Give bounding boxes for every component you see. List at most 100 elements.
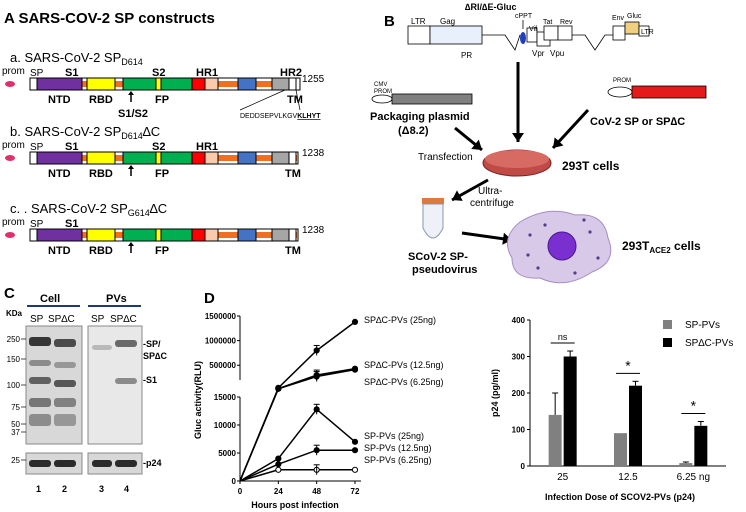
line-ytick-label-lo-0: 0: [232, 477, 237, 486]
rev-box: [557, 25, 573, 41]
line-xtick-label-72: 72: [351, 487, 360, 496]
band-l1-c: [29, 414, 51, 426]
bar-ylabel: p24 (pg/ml): [490, 369, 500, 417]
line-ytick-label-500000: 500000: [209, 361, 236, 370]
line-point-5-3: [351, 466, 359, 473]
construct-b-sp-label: SP: [30, 142, 44, 153]
band-label-s1: -S1: [143, 375, 157, 385]
construct-c-length: 1238: [302, 225, 325, 236]
line-series-label-3: SP-PVs (25ng): [364, 431, 424, 441]
line-xtick-label-24: 24: [274, 487, 283, 496]
construct-b-s1s2-arrowhead: [128, 165, 134, 169]
panel-a-letter: A: [4, 10, 15, 27]
panel-d-letter: D: [204, 290, 215, 307]
vif-label: Vif: [529, 26, 537, 33]
lane-number-4: 4: [124, 484, 129, 494]
panel-a-heading: SARS-COV-2 SP constructs: [18, 10, 215, 27]
construct-b-tm-box: [288, 151, 297, 165]
packaging-sub-label: (Δ8.2): [398, 125, 429, 137]
pr-label: PR: [461, 51, 472, 60]
line-ylabel: Gluc activity(RLU): [193, 361, 203, 439]
line-ytick-label-lo-15000: 15000: [214, 393, 237, 402]
construct-b-fp-box: [155, 151, 162, 165]
genome-title: ∆RI/∆E-Gluc: [465, 2, 517, 12]
construct-a-ntd-box: [36, 77, 83, 91]
construct-b-prom-label: prom: [2, 140, 25, 151]
lane-number-2: 2: [62, 484, 67, 494]
band-l1-a: [29, 360, 51, 366]
lane-label-3: SP: [91, 314, 105, 325]
band-l1-sp: [29, 337, 51, 346]
bar-1-1: [629, 385, 642, 466]
construct-a-prom-label: prom: [2, 66, 25, 77]
construct-a-rbd-label: RBD: [89, 94, 113, 106]
band-l1-s1: [29, 377, 51, 384]
bar-xtick-label-2: 6.25 ng: [677, 472, 710, 483]
band-l2-s1: [54, 380, 76, 387]
line-series-label-2: SP∆C-PVs (6.25ng): [364, 377, 444, 387]
cell-granule-4: [573, 271, 577, 275]
cell-granule-7: [582, 218, 586, 222]
construct-b-label-sub: D614: [121, 131, 143, 141]
band-label-sp: -SP/: [143, 339, 161, 349]
marker-75: 75: [11, 403, 20, 412]
cell-granule-2: [588, 230, 592, 234]
line-series-label-5: SP-PVs (6.25ng): [364, 455, 432, 465]
tube-cap: [422, 198, 444, 204]
bar-ytick-label-0: 0: [521, 462, 526, 471]
construct-c-label-sub: G614: [128, 208, 150, 218]
construct-c-hr1b-box: [204, 228, 219, 242]
marker-100: 100: [7, 381, 21, 390]
construct-b-hr1b-box: [204, 151, 219, 165]
cmv-prom-label: PROM: [374, 89, 392, 95]
bar-0-0: [548, 414, 562, 466]
cell-granule-6: [526, 253, 530, 257]
bar-legend-label-sp: SP-PVs: [685, 320, 720, 331]
ultra-label-1: Ultra-: [478, 186, 502, 197]
band-l4-p24: [115, 460, 137, 467]
construct-c-rbd-label: RBD: [89, 245, 113, 257]
construct-b-ntd-box: [36, 151, 83, 165]
construct-c-prom-label: prom: [2, 217, 25, 228]
kda-label: KDa: [6, 309, 23, 318]
prom-right-label: PROM: [613, 78, 631, 84]
target-cell-label-sub: ACE2: [649, 246, 671, 255]
cmv-label: CMV: [374, 82, 387, 88]
bar-sig-0: ns: [558, 332, 568, 342]
line-point-2-1: [275, 385, 282, 392]
lane-label-1: SP: [30, 314, 44, 325]
construct-a-tm-box: [288, 77, 297, 91]
bar-sig-2: *: [691, 397, 697, 413]
marker-250: 250: [7, 335, 21, 344]
ltr-left-label: LTR: [411, 17, 426, 26]
construct-a-ntd-label: NTD: [48, 94, 71, 106]
cell-granule-0: [528, 233, 532, 237]
line-xlabel: Hours post infection: [251, 500, 339, 510]
bar-xtick-label-0: 25: [557, 472, 569, 483]
band-l1-b: [29, 398, 51, 407]
line-ytick-label-1500000: 1500000: [205, 312, 237, 321]
band-label-p24: -p24: [143, 458, 162, 468]
lane-label-4: SP∆C: [110, 314, 137, 325]
line-xtick-label-48: 48: [312, 487, 321, 496]
bar-ytick-label-100: 100: [512, 426, 526, 435]
construct-c-sp-label: SP: [30, 219, 44, 230]
bar-1-2: [694, 425, 708, 466]
bar-1-0: [563, 356, 577, 466]
env-label: Env: [612, 15, 625, 22]
construct-b-label-suffix: ∆C: [143, 124, 160, 139]
construct-b-rbd-label: RBD: [89, 168, 113, 180]
lane-number-3: 3: [99, 484, 104, 494]
line-point-4-3: [351, 447, 359, 454]
band-l1-p24: [29, 460, 51, 467]
bar-legend-label-spdc: SP∆C-PVs: [685, 338, 733, 349]
band-l2-p24: [54, 460, 76, 467]
cov-construct-bar: [631, 85, 707, 99]
construct-a-s1s2-arrowhead: [128, 91, 134, 95]
line-ytick-label-1000000: 1000000: [205, 337, 237, 346]
bar-0-1: [614, 433, 627, 466]
construct-c-s1-label: S1: [65, 218, 78, 230]
